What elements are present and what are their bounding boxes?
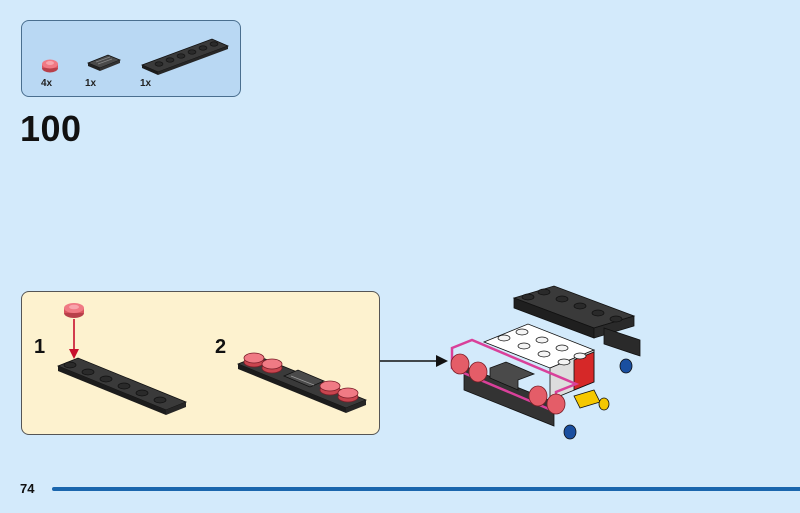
- step-number: 100: [20, 108, 82, 149]
- part-quantity: 1x: [140, 78, 152, 89]
- red-round-tile-icon: [42, 59, 58, 73]
- substep-label-2: 2: [215, 336, 227, 358]
- part-quantity: 1x: [85, 78, 97, 89]
- black-plate-icon: [56, 357, 188, 415]
- sub-assembly-box: 1 2: [21, 291, 380, 435]
- parts-list-box: 4x 1x 1x: [21, 20, 241, 97]
- placement-arrow-icon: [69, 319, 79, 359]
- red-round-tile-icon: [64, 303, 84, 318]
- attach-arrow-icon: [380, 355, 448, 367]
- tail-light-assembly-icon: [236, 352, 368, 413]
- black-plate-icon: [140, 38, 230, 75]
- grille-tile-icon: [86, 54, 122, 71]
- vehicle-model-icon: [450, 285, 641, 440]
- page-bar: [52, 487, 800, 491]
- part-quantity: 4x: [41, 78, 53, 89]
- substep-label-1: 1: [34, 336, 46, 358]
- page-number: 74: [20, 481, 35, 496]
